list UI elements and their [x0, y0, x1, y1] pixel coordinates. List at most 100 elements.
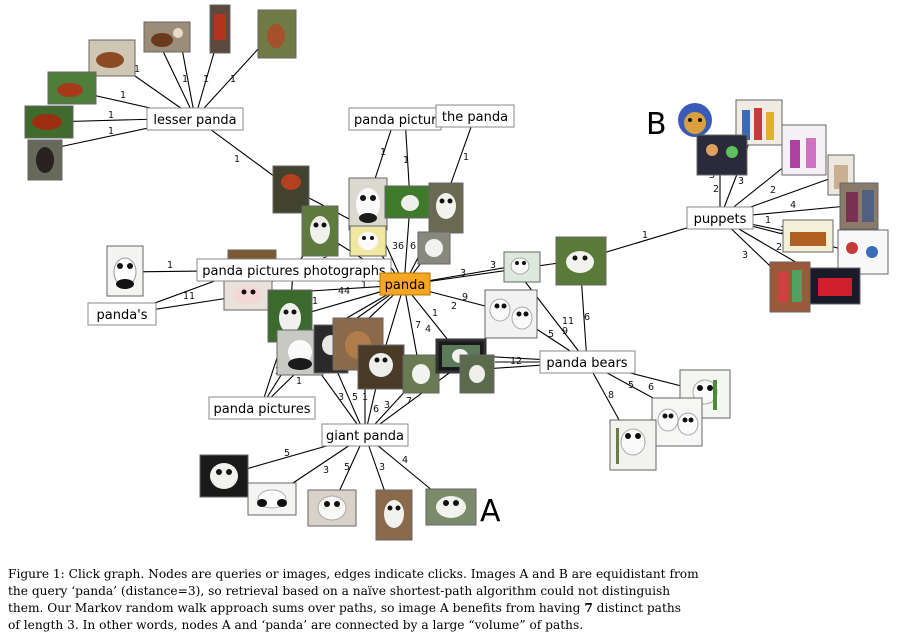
- svg-text:panda pictures: panda pictures: [214, 402, 311, 417]
- svg-text:panda pictures photographs: panda pictures photographs: [202, 264, 386, 279]
- query-node-the-panda: the panda: [435, 104, 515, 128]
- caption-line: Figure 1: Click graph. Nodes are queries…: [8, 567, 699, 581]
- edge-weight: 11: [183, 291, 195, 302]
- image-node-lesser-panda: [272, 165, 310, 214]
- caption-line: of length 3. In other words, nodes A and…: [8, 618, 584, 632]
- query-node-panda-pictures: panda pictures: [208, 396, 316, 420]
- marker-a: A: [480, 494, 501, 529]
- edge-weight: 1: [432, 308, 438, 319]
- edge-weight: 1: [380, 147, 386, 158]
- image-node-panda: [106, 245, 144, 297]
- image-node-lesser-panda: [257, 9, 297, 59]
- image-node-giant-panda: [307, 489, 357, 527]
- svg-text:giant panda: giant panda: [326, 429, 404, 444]
- edge-weight: 1: [182, 74, 188, 85]
- click-graph: 1 1 1 1 1 1 1 1 1 1 1 1 1 1 2 36 6 45 3 …: [24, 4, 889, 541]
- edge-weight: 3: [323, 465, 329, 476]
- edge-weight: 2: [451, 301, 457, 312]
- image-node-lesser-panda: [88, 39, 136, 77]
- edge-weight: 9: [462, 292, 468, 303]
- svg-text:panda's: panda's: [96, 308, 147, 323]
- image-node-giant-panda: [199, 454, 249, 498]
- edge-weight: 7: [406, 396, 412, 407]
- image-node-puppets: [839, 182, 879, 230]
- image-node-panda: [555, 236, 607, 286]
- edge-weight: 4: [790, 200, 796, 211]
- image-node-panda: [459, 354, 495, 394]
- edge-weight: 6: [410, 241, 416, 252]
- edge-weight: 1: [108, 110, 114, 121]
- caption-line: the query ‘panda’ (distance=3), so retri…: [8, 584, 671, 598]
- edge-weight: 8: [608, 390, 614, 401]
- image-node-panda-bears: [651, 397, 703, 447]
- image-node-puppets: [837, 229, 889, 275]
- svg-text:panda: panda: [385, 278, 426, 293]
- edge-weight: 1: [134, 64, 140, 75]
- svg-text:panda pictur: panda pictur: [354, 113, 437, 128]
- svg-text:puppets: puppets: [694, 212, 747, 227]
- edge-weight: 1: [296, 376, 302, 387]
- edge-weight: 4: [402, 455, 408, 466]
- edge-weight: 5: [344, 462, 350, 473]
- edge-weight: 12: [510, 356, 522, 367]
- marker-b: B: [646, 107, 667, 142]
- query-node-puppets: puppets: [686, 206, 754, 230]
- edge-weight: 3: [490, 260, 496, 271]
- image-node-lesser-panda: [209, 4, 231, 54]
- image-node-lesser-panda: [24, 105, 74, 139]
- query-node-pandas: panda's: [87, 302, 157, 326]
- image-node-panda-bears: [609, 419, 657, 471]
- image-nodes: [24, 4, 889, 541]
- edge-weight: 3: [379, 462, 385, 473]
- image-node-panda: [384, 185, 436, 219]
- image-node-giant-panda: [375, 489, 413, 541]
- query-node-panda-pictur: panda pictur: [348, 107, 442, 131]
- edge-weight: 3: [742, 250, 748, 261]
- edge-weight: 1: [312, 296, 318, 307]
- image-node-puppets: [782, 219, 834, 253]
- figure-caption: Figure 1: Click graph. Nodes are queries…: [8, 566, 908, 634]
- edge-weight: 1: [765, 215, 771, 226]
- image-node-a: [425, 488, 477, 526]
- edge-weight: 44: [338, 286, 350, 297]
- edge-weight: 6: [584, 312, 590, 323]
- edge-weight: 5: [628, 380, 634, 391]
- edge-weight: 6: [648, 382, 654, 393]
- image-node-panda: [428, 182, 464, 234]
- caption-line: them. Our Markov random walk approach su…: [8, 601, 681, 615]
- query-node-lesser-panda: lesser panda: [146, 107, 244, 131]
- image-node-panda: [348, 177, 388, 231]
- edge-weight: 1: [463, 152, 469, 163]
- edge-weight: 1: [362, 392, 368, 403]
- image-node-panda: [484, 289, 538, 339]
- edge-weight: 1: [120, 90, 126, 101]
- image-node-panda: [267, 289, 313, 343]
- edge-weight: 1: [108, 126, 114, 137]
- query-node-panda-pictures-photographs: panda pictures photographs: [196, 258, 392, 282]
- query-node-panda-bears: panda bears: [539, 350, 636, 374]
- edge-weight: 36: [392, 241, 404, 252]
- image-node-puppets: [809, 267, 861, 305]
- query-node-giant-panda: giant panda: [321, 423, 409, 447]
- edge-weight: 11: [562, 316, 574, 327]
- image-node-panda: [357, 344, 405, 390]
- edge-weight: 1: [361, 280, 367, 291]
- edge-weight: 2: [776, 242, 782, 253]
- image-node-lesser-panda: [27, 139, 63, 181]
- edge-weight: 1: [234, 154, 240, 165]
- edge-weight: 3: [384, 400, 390, 411]
- edge-weight: 2: [770, 185, 776, 196]
- edge-weight: 5: [284, 448, 290, 459]
- edge-weight: 6: [373, 404, 379, 415]
- image-node-puppets: [696, 134, 748, 176]
- svg-text:the panda: the panda: [442, 110, 508, 125]
- edge-weight: 1: [167, 260, 173, 271]
- caption-bold-count: 7: [584, 601, 593, 615]
- image-node-panda: [223, 279, 273, 311]
- query-nodes: lesser panda panda pictur the panda pand…: [87, 104, 754, 447]
- edge-weight: 9: [562, 326, 568, 337]
- edge-weight: 7: [415, 320, 421, 331]
- image-node-panda: [417, 231, 451, 265]
- image-node-panda: [402, 354, 440, 394]
- edge-weight: 1: [642, 230, 648, 241]
